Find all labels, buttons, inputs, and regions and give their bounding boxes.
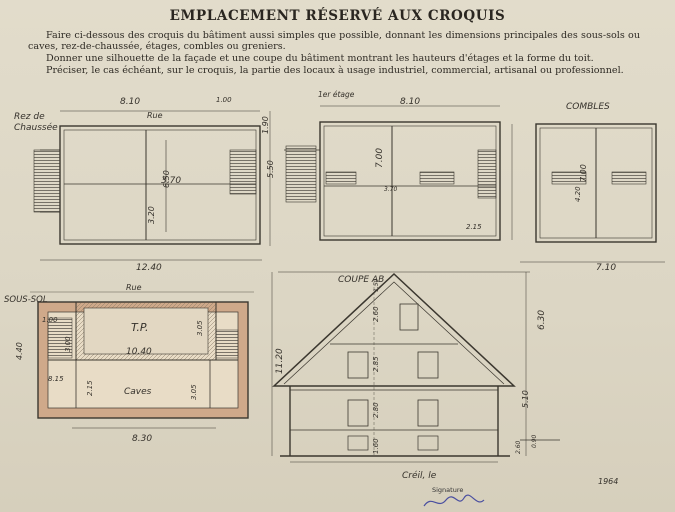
label-street-top: Rue — [147, 111, 163, 120]
basement-plan — [30, 291, 254, 429]
dim-1-00-b: 1.00 — [42, 316, 58, 324]
dim-8-30: 8.30 — [132, 434, 152, 444]
label-tp: T.P. — [131, 321, 149, 334]
dim-2-15: 2.15 — [466, 223, 482, 231]
dim-2-15-b: 2.15 — [86, 380, 94, 396]
dim-1-60: 1.60 — [372, 438, 380, 454]
dim-8-10-b: 8.10 — [400, 97, 420, 107]
section-elevation — [271, 271, 560, 463]
dim-3-05-a: 3.05 — [196, 320, 204, 336]
dim-0-90: 0.90 — [531, 434, 538, 448]
dim-4-20: 4.20 — [574, 186, 582, 202]
label-first-floor: 1er étage — [318, 90, 355, 99]
dim-4-40: 4.40 — [15, 342, 24, 360]
instruction-2: Donner une silhouette de la façade et un… — [46, 52, 594, 64]
handwritten-place: Créil, le — [402, 470, 437, 481]
dim-6-50: 6.50 — [162, 170, 171, 188]
attic-plan — [511, 123, 665, 263]
instruction-3: Préciser, le cas échéant, sur le croquis… — [46, 64, 624, 76]
dim-3-70: 3.70 — [161, 176, 181, 186]
dim-2-60: 2.60 — [372, 306, 380, 322]
dim-1-00: 1.00 — [216, 96, 232, 104]
dim-3-20: 3.20 — [147, 206, 156, 224]
dim-7-00-a: 7.00 — [375, 148, 385, 168]
date-year: 1964 — [598, 477, 618, 486]
dim-7-10: 7.10 — [596, 263, 616, 273]
dim-7-00-b: 7.00 — [579, 164, 588, 182]
dim-12-40: 12.40 — [136, 263, 162, 273]
signature-label: Signature — [432, 486, 464, 494]
dim-6-30: 6.30 — [537, 310, 547, 330]
dim-2-85: 2.85 — [372, 356, 380, 372]
dim-2-60-b: 2.60 — [515, 440, 522, 454]
dim-3-05-b: 3.05 — [190, 384, 198, 400]
label-attic: COMBLES — [566, 102, 610, 112]
ground-floor-plan — [33, 110, 271, 261]
label-ground-floor: Rez de — [14, 112, 45, 122]
dim-5-50: 5.50 — [266, 160, 275, 178]
label-caves: Caves — [124, 387, 152, 397]
dim-3-00: 3.00 — [64, 336, 72, 352]
dim-1-50: 1.50 — [373, 278, 380, 292]
dim-11-20: 11.20 — [275, 348, 285, 374]
dim-1-90: 1.90 — [261, 116, 270, 134]
label-basement: SOUS-SOL — [4, 295, 48, 305]
label-street-bottom: Rue — [126, 283, 142, 292]
label-ground-floor-2: Chaussée — [14, 122, 58, 133]
instructions-block: Faire ci-dessous des croquis du bâtiment… — [28, 30, 640, 76]
section-heading: EMPLACEMENT RÉSERVÉ AUX CROQUIS — [169, 8, 506, 24]
dim-2-80: 2.80 — [372, 402, 380, 418]
dim-8-15: 8.15 — [48, 375, 64, 383]
dim-ff-mid: 3.70 — [384, 186, 398, 193]
label-section: COUPE AB — [338, 275, 384, 285]
instruction-1: Faire ci-dessous des croquis du bâtiment… — [28, 30, 640, 53]
first-floor-plan — [284, 105, 501, 241]
dim-10-40: 10.40 — [126, 347, 152, 357]
dim-5-10: 5.10 — [521, 390, 530, 408]
handwritten-signature — [423, 494, 485, 507]
dim-8-10-a: 8.10 — [120, 97, 140, 107]
